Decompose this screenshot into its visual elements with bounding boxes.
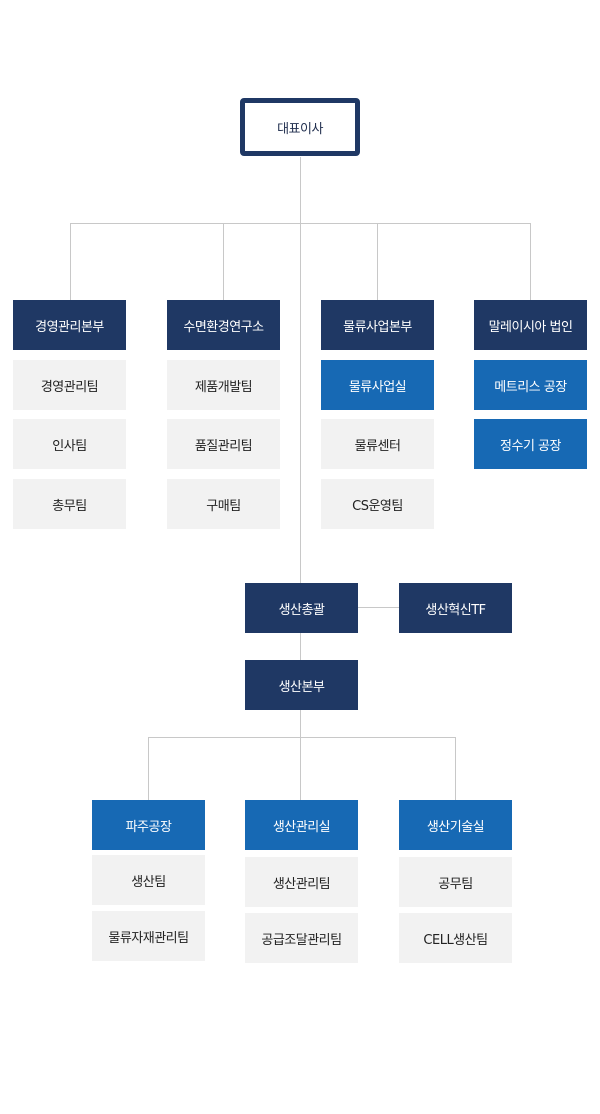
division-3-team-1: 물류사업실 bbox=[321, 360, 434, 410]
division-1-team-3-label: 총무팀 bbox=[52, 498, 87, 514]
division-2-team-2-label: 품질관리팀 bbox=[194, 438, 253, 454]
unit-1-team-2-label: 물류자재관리팀 bbox=[108, 930, 189, 946]
unit-1-team-2: 물류자재관리팀 bbox=[92, 911, 205, 961]
unit-2-team-2: 공급조달관리팀 bbox=[245, 913, 358, 963]
division-2-box: 수면환경연구소 bbox=[167, 300, 280, 350]
division-1-team-2: 인사팀 bbox=[13, 419, 126, 469]
division-1-team-1: 경영관리팀 bbox=[13, 360, 126, 410]
ceo-box: 대표이사 bbox=[240, 98, 360, 156]
connector-ceo-trunk bbox=[300, 157, 301, 660]
connector-unit-3 bbox=[455, 737, 456, 800]
division-3-label: 물류사업본부 bbox=[343, 319, 412, 335]
division-1-team-2-label: 인사팀 bbox=[52, 438, 87, 454]
connector-division-bus bbox=[70, 223, 531, 224]
division-1-team-3: 총무팀 bbox=[13, 479, 126, 529]
division-2-team-3-label: 구매팀 bbox=[206, 498, 241, 514]
production-division-label: 생산본부 bbox=[278, 679, 325, 695]
unit-3-box: 생산기술실 bbox=[399, 800, 512, 850]
unit-1-team-1-label: 생산팀 bbox=[131, 874, 166, 890]
division-4-team-2: 정수기 공장 bbox=[474, 419, 587, 469]
connector-unit-1 bbox=[148, 737, 149, 800]
division-3-team-2: 물류센터 bbox=[321, 419, 434, 469]
division-1-label: 경영관리본부 bbox=[35, 319, 104, 335]
division-3-team-3-label: CS운영팀 bbox=[352, 498, 403, 514]
division-2-label: 수면환경연구소 bbox=[183, 319, 264, 335]
division-3-team-3: CS운영팀 bbox=[321, 479, 434, 529]
unit-3-team-2-label: CELL생산팀 bbox=[423, 932, 488, 948]
connector-unit-bus bbox=[148, 737, 456, 738]
connector-division-1 bbox=[70, 223, 71, 300]
division-2-team-1-label: 제품개발팀 bbox=[194, 379, 253, 395]
unit-2-team-2-label: 공급조달관리팀 bbox=[261, 932, 342, 948]
unit-3-label: 생산기술실 bbox=[426, 819, 485, 835]
production-head-box: 생산총괄 bbox=[245, 583, 358, 633]
unit-3-team-2: CELL생산팀 bbox=[399, 913, 512, 963]
division-2-team-2: 품질관리팀 bbox=[167, 419, 280, 469]
connector-division-3 bbox=[377, 223, 378, 300]
division-4-team-1-label: 메트리스 공장 bbox=[494, 379, 567, 395]
ceo-label: 대표이사 bbox=[277, 121, 323, 137]
division-3-team-2-label: 물류센터 bbox=[354, 438, 401, 454]
unit-1-label: 파주공장 bbox=[125, 819, 172, 835]
unit-1-team-1: 생산팀 bbox=[92, 855, 205, 905]
division-4-team-2-label: 정수기 공장 bbox=[500, 438, 561, 454]
production-side-label: 생산혁신TF bbox=[425, 602, 486, 618]
production-side-box: 생산혁신TF bbox=[399, 583, 512, 633]
division-3-team-1-label: 물류사업실 bbox=[348, 379, 407, 395]
division-1-box: 경영관리본부 bbox=[13, 300, 126, 350]
division-3-box: 물류사업본부 bbox=[321, 300, 434, 350]
connector-production-side bbox=[358, 607, 399, 608]
unit-3-team-1: 공무팀 bbox=[399, 857, 512, 907]
connector-division-2 bbox=[223, 223, 224, 300]
unit-3-team-1-label: 공무팀 bbox=[438, 876, 473, 892]
division-1-team-1-label: 경영관리팀 bbox=[40, 379, 99, 395]
connector-division-4 bbox=[530, 223, 531, 300]
division-4-team-1: 메트리스 공장 bbox=[474, 360, 587, 410]
unit-2-box: 생산관리실 bbox=[245, 800, 358, 850]
unit-1-box: 파주공장 bbox=[92, 800, 205, 850]
division-2-team-1: 제품개발팀 bbox=[167, 360, 280, 410]
production-division-box: 생산본부 bbox=[245, 660, 358, 710]
connector-production-trunk bbox=[300, 710, 301, 800]
unit-2-label: 생산관리실 bbox=[272, 819, 331, 835]
production-head-label: 생산총괄 bbox=[278, 602, 325, 618]
division-4-label: 말레이시아 법인 bbox=[488, 319, 573, 335]
unit-2-team-1: 생산관리팀 bbox=[245, 857, 358, 907]
unit-2-team-1-label: 생산관리팀 bbox=[272, 876, 331, 892]
division-2-team-3: 구매팀 bbox=[167, 479, 280, 529]
division-4-box: 말레이시아 법인 bbox=[474, 300, 587, 350]
